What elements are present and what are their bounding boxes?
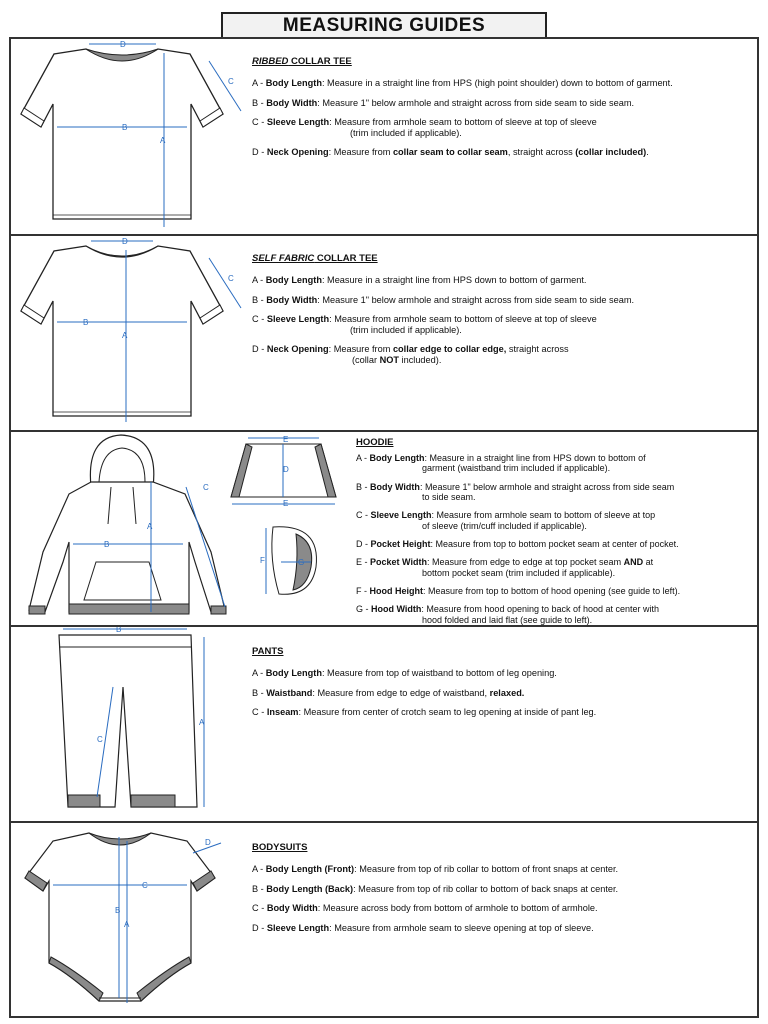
- dim-label-b: B: [115, 906, 120, 915]
- dim-label-b: B: [104, 540, 109, 549]
- hoodie-instructions: HOODIE A - Body Length: Measure in a str…: [356, 437, 756, 625]
- dim-label-g: G: [298, 558, 304, 567]
- section-bodysuits: A B C D BODYSUITS A - Body Length (Front…: [11, 823, 757, 1018]
- hoodie-diagram: A B C E D E F G: [28, 434, 337, 615]
- guide-frame: A B C D RIBBED COLLAR TEE A - Body Lengt…: [9, 37, 759, 1018]
- section-heading: SELF FABRIC COLLAR TEE: [252, 253, 378, 264]
- list-item: C - Sleeve Length: Measure from armhole …: [252, 314, 597, 335]
- bodysuit-diagram: A B C D: [24, 832, 222, 1003]
- section-heading: PANTS: [252, 646, 284, 657]
- list-item: B - Body Length (Back): Measure from top…: [252, 883, 619, 894]
- dim-label-c: C: [203, 483, 209, 492]
- pants-instructions: PANTS A - Body Length: Measure from top …: [252, 646, 752, 727]
- list-item: B - Body Width: Measure 1" below armhole…: [252, 294, 635, 305]
- dim-label-c: C: [97, 735, 103, 744]
- list-item: A - Body Length: Measure in a straight l…: [252, 77, 673, 88]
- self-fabric-tee-instructions: SELF FABRIC COLLAR TEE A - Body Length: …: [252, 253, 752, 374]
- section-heading: RIBBED COLLAR TEE: [252, 56, 352, 67]
- dim-label-e-bottom: E: [283, 499, 288, 508]
- dim-label-a: A: [160, 136, 166, 145]
- list-item: B - Waistband: Measure from edge to edge…: [252, 687, 525, 698]
- pants-diagram: B A C: [58, 627, 205, 808]
- dim-label-d: D: [205, 838, 211, 847]
- dim-label-b: B: [116, 627, 121, 634]
- list-item: C - Body Width: Measure across body from…: [252, 903, 598, 914]
- ribbed-tee-diagram: A B C D: [20, 40, 242, 227]
- dim-label-d: D: [122, 237, 128, 246]
- dim-label-a: A: [199, 718, 205, 727]
- dim-label-e-top: E: [283, 435, 288, 444]
- list-item: A - Body Length: Measure from top of wai…: [252, 667, 557, 678]
- section-heading: BODYSUITS: [252, 842, 308, 853]
- ribbed-tee-instructions: RIBBED COLLAR TEE A - Body Length: Measu…: [252, 56, 752, 167]
- list-item: A - Body Length (Front): Measure from to…: [252, 863, 619, 874]
- dim-label-c: C: [228, 274, 234, 283]
- section-hoodie: A B C E D E F G HOODIE A - Body Length: …: [11, 432, 757, 627]
- dim-label-c: C: [142, 881, 148, 890]
- list-item: B - Body Width: Measure 1" below armhole…: [356, 481, 675, 502]
- dim-label-d: D: [283, 465, 289, 474]
- list-item: F - Hood Height: Measure from top to bot…: [356, 586, 681, 597]
- bodysuits-instructions: BODYSUITS A - Body Length (Front): Measu…: [252, 842, 752, 942]
- list-item: E - Pocket Width: Measure from edge to e…: [356, 557, 654, 578]
- list-item: D - Neck Opening: Measure from collar se…: [252, 147, 649, 158]
- dim-label-a: A: [147, 522, 153, 531]
- self-fabric-tee-diagram: A B C D: [20, 237, 242, 422]
- dim-label-a: A: [122, 331, 128, 340]
- dim-label-d: D: [120, 40, 126, 49]
- dim-label-b: B: [83, 318, 88, 327]
- list-item: A - Body Length: Measure in a straight l…: [356, 452, 646, 474]
- list-item: C - Sleeve Length: Measure from armhole …: [252, 117, 597, 138]
- list-item: D - Sleeve Length: Measure from armhole …: [252, 922, 594, 933]
- list-item: A - Body Length: Measure in a straight l…: [252, 274, 587, 285]
- section-ribbed-collar-tee: A B C D RIBBED COLLAR TEE A - Body Lengt…: [11, 39, 757, 236]
- dim-label-c: C: [228, 77, 234, 86]
- dim-label-a: A: [124, 920, 130, 929]
- page-title-box: MEASURING GUIDES: [221, 12, 547, 39]
- section-self-fabric-collar-tee: A B C D SELF FABRIC COLLAR TEE A - Body …: [11, 236, 757, 432]
- section-pants: B A C PANTS A - Body Length: Measure fro…: [11, 627, 757, 823]
- page-title: MEASURING GUIDES: [282, 14, 486, 36]
- list-item: D - Neck Opening: Measure from collar ed…: [252, 344, 569, 365]
- dim-label-f: F: [260, 556, 265, 565]
- dim-label-b: B: [122, 123, 127, 132]
- list-item: G - Hood Width: Measure from hood openin…: [356, 604, 660, 625]
- list-item: C - Inseam: Measure from center of crotc…: [252, 707, 597, 718]
- list-item: D - Pocket Height: Measure from top to b…: [356, 538, 679, 549]
- list-item: B - Body Width: Measure 1" below armhole…: [252, 97, 635, 108]
- list-item: C - Sleeve Length: Measure from armhole …: [356, 510, 656, 531]
- section-heading: HOODIE: [356, 437, 394, 448]
